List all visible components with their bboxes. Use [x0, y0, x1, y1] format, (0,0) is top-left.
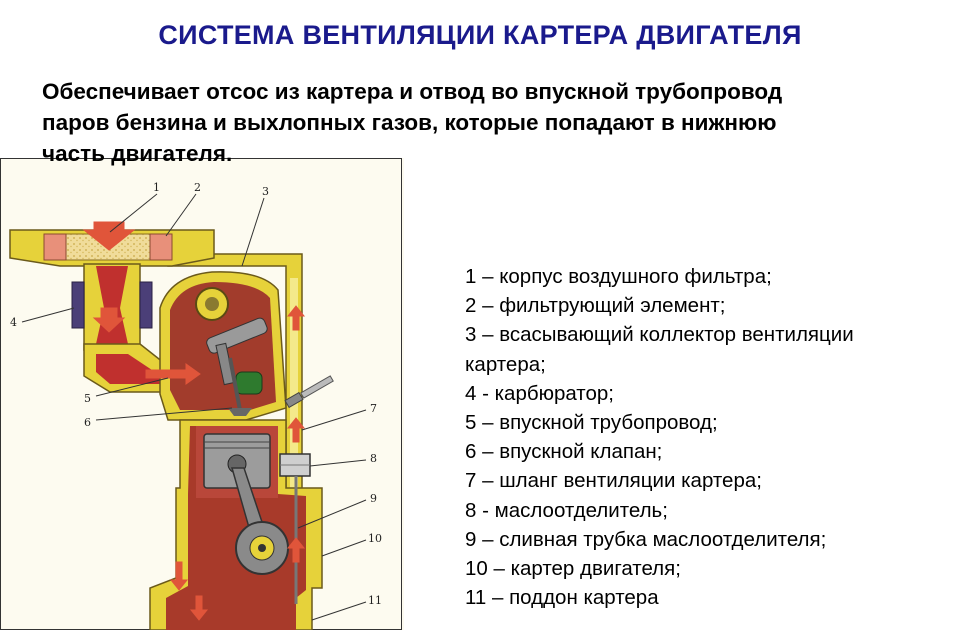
engine-diagram: 1 2 3 4 5 6 7 8 9 10 11: [0, 158, 404, 630]
piston: [203, 433, 271, 489]
filter-element: [149, 233, 173, 261]
flow-arrow: [286, 537, 306, 563]
intro-line: паров бензина и выхлопных газов, которые…: [42, 110, 777, 135]
flow-arrow: [92, 307, 126, 333]
flow-arrow: [189, 595, 209, 621]
callout-6: 6: [84, 416, 91, 429]
flow-arrow: [169, 561, 189, 591]
legend-list: 1 – корпус воздушного фильтра; 2 – фильт…: [465, 262, 955, 612]
intro-line: Обеспечивает отсос из картера и отвод во…: [42, 79, 783, 104]
flow-arrow: [145, 363, 201, 385]
leader-lines: [21, 193, 367, 621]
slide-title: СИСТЕМА ВЕНТИЛЯЦИИ КАРТЕРА ДВИГАТЕЛЯ: [158, 20, 802, 50]
callout-9: 9: [370, 492, 377, 505]
callout-4: 4: [10, 316, 17, 329]
callout-2: 2: [194, 181, 201, 194]
legend-item: 2 – фильтрующий элемент;: [465, 294, 726, 318]
intake-valve: [228, 357, 252, 416]
legend-item: картера;: [465, 352, 546, 376]
crankshaft: [231, 467, 289, 575]
callout-10: 10: [368, 532, 382, 545]
callout-5: 5: [84, 392, 91, 405]
intro-paragraph: Обеспечивает отсос из картера и отвод во…: [42, 76, 942, 169]
legend-item: 9 – сливная трубка маслоотделителя;: [465, 527, 827, 551]
carburetor: [71, 263, 153, 351]
flow-arrows: [82, 221, 306, 621]
flow-arrow: [82, 221, 136, 251]
legend-item: 3 – всасывающий коллектор вентиляции: [465, 323, 854, 347]
legend-item: 10 – картер двигателя;: [465, 557, 681, 581]
callout-7: 7: [370, 402, 377, 415]
legend-item: 8 - маслоотделитель;: [465, 498, 668, 522]
flow-arrow: [286, 305, 306, 331]
legend-item: 6 – впускной клапан;: [465, 440, 663, 464]
callout-11: 11: [368, 594, 382, 607]
cylinder-head: [159, 271, 287, 421]
legend-item: 1 – корпус воздушного фильтра;: [465, 265, 772, 288]
legend-item: 7 – шланг вентиляции картера;: [465, 469, 762, 493]
oil-separator: [279, 453, 311, 477]
filter-element: [43, 233, 67, 261]
legend-item: 11 – поддон картера: [465, 586, 659, 610]
legend-item: 4 - карбюратор;: [465, 381, 614, 405]
spark-plug: [284, 375, 334, 409]
intro-line: часть двигателя.: [42, 141, 233, 166]
callout-3: 3: [262, 185, 269, 198]
flow-arrow: [286, 417, 306, 443]
callout-1: 1: [153, 181, 160, 194]
valve-spring-cap: [235, 371, 263, 395]
legend-item: 5 – впускной трубопровод;: [465, 411, 718, 435]
callout-8: 8: [370, 452, 377, 465]
